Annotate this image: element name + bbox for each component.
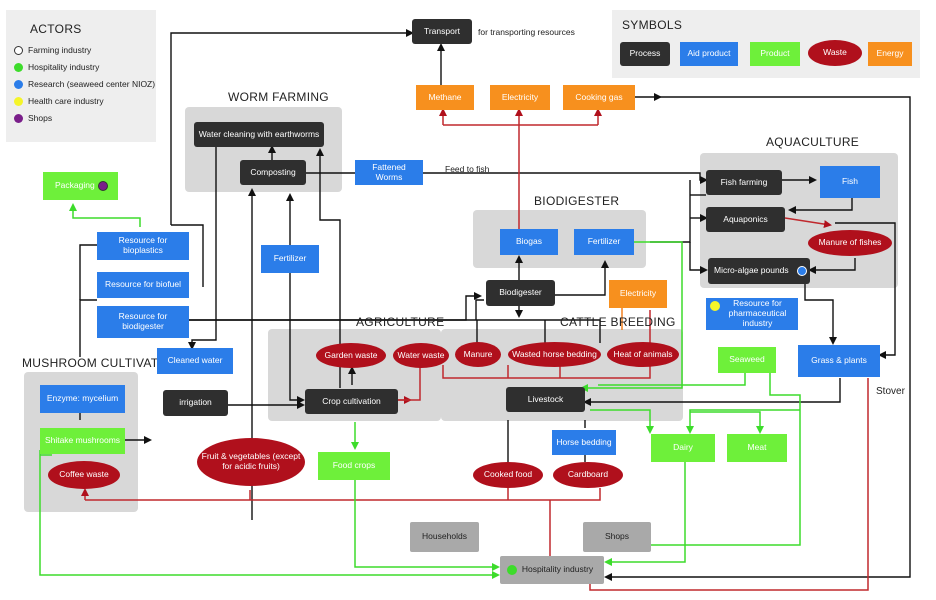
legend-process: Process bbox=[620, 42, 670, 66]
node-fertilizer-worm: Fertilizer bbox=[261, 245, 319, 273]
stover-label: Stover bbox=[876, 386, 905, 397]
actor-dot-farming bbox=[14, 45, 23, 55]
research-actor-dot bbox=[797, 266, 807, 276]
node-shops: Shops bbox=[583, 522, 651, 552]
actor-dot-shops bbox=[14, 113, 23, 123]
node-crop-cultivation: Crop cultivation bbox=[305, 389, 398, 414]
actor-shops: Shops bbox=[14, 113, 52, 123]
node-micro-algae: Micro-algae pounds bbox=[708, 258, 810, 284]
node-food-crops: Food crops bbox=[318, 452, 390, 480]
node-cardboard: Cardboard bbox=[553, 462, 623, 488]
node-fruit-vegetables: Fruit & vegetables (except for acidic fr… bbox=[197, 438, 305, 486]
micro-algae-label: Micro-algae pounds bbox=[714, 265, 789, 276]
actors-panel bbox=[6, 10, 156, 142]
agriculture-title: AGRICULTURE bbox=[356, 315, 445, 329]
transport-note: for transporting resources bbox=[478, 27, 575, 37]
actor-dot-health bbox=[14, 96, 23, 106]
node-fertilizer-bio: Fertilizer bbox=[574, 229, 634, 255]
node-cooking-gas: Cooking gas bbox=[563, 85, 635, 110]
node-resource-pharma: Resource for pharmaceutical industry bbox=[706, 298, 798, 330]
actor-label-farming: Farming industry bbox=[28, 45, 92, 55]
legend-energy: Energy bbox=[868, 42, 912, 66]
packaging-label: Packaging bbox=[55, 180, 95, 191]
legend-aid-product: Aid product bbox=[680, 42, 738, 66]
node-seaweed: Seaweed bbox=[718, 347, 776, 373]
node-wasted-horse-bedding: Wasted horse bedding bbox=[508, 342, 601, 367]
node-coffee-waste: Coffee waste bbox=[48, 461, 120, 489]
node-enzyme-mycelium: Enzyme: mycelium bbox=[40, 385, 125, 413]
actor-research: Research (seaweed center NIOZ) bbox=[14, 79, 155, 89]
actor-hospitality: Hospitality industry bbox=[14, 62, 99, 72]
node-methane: Methane bbox=[416, 85, 474, 110]
actor-label-shops: Shops bbox=[28, 113, 53, 123]
health-actor-dot bbox=[710, 301, 720, 311]
actor-health: Health care industry bbox=[14, 96, 104, 106]
legend-waste: Waste bbox=[808, 40, 862, 66]
node-shiitake: Shitake mushrooms bbox=[40, 428, 125, 454]
node-households: Households bbox=[410, 522, 479, 552]
node-biogas: Biogas bbox=[500, 229, 558, 255]
node-hospitality-industry: Hospitality industry bbox=[500, 556, 604, 584]
actor-farming: Farming industry bbox=[14, 45, 91, 55]
node-cleaned-water: Cleaned water bbox=[157, 348, 233, 374]
node-manure-of-fishes: Manure of fishes bbox=[808, 230, 892, 256]
node-resource-bioplastics: Resource for bioplastics bbox=[97, 232, 189, 260]
node-transport: Transport bbox=[412, 19, 472, 44]
actor-label-health: Health care industry bbox=[28, 96, 104, 106]
node-water-waste: Water waste bbox=[393, 343, 449, 368]
node-irrigation: irrigation bbox=[163, 390, 228, 416]
hospitality-label: Hospitality industry bbox=[521, 564, 594, 575]
worm-farming-title: WORM FARMING bbox=[228, 90, 329, 104]
feed-to-fish-label: Feed to fish bbox=[445, 164, 490, 174]
actor-dot-research bbox=[14, 79, 23, 89]
legend-product: Product bbox=[750, 42, 800, 66]
node-dairy: Dairy bbox=[651, 434, 715, 462]
node-meat: Meat bbox=[727, 434, 787, 462]
actors-title: ACTORS bbox=[30, 22, 82, 36]
node-aquaponics: Aquaponics bbox=[706, 207, 785, 232]
shops-actor-dot bbox=[98, 181, 108, 191]
node-resource-biodigester: Resource for biodigester bbox=[97, 306, 189, 338]
node-fish-farming: Fish farming bbox=[706, 170, 782, 195]
node-fattened-worms: Fattened Worms bbox=[355, 160, 423, 185]
node-biodigester: Biodigester bbox=[486, 280, 555, 306]
node-livestock: Livestock bbox=[506, 387, 585, 412]
node-water-cleaning: Water cleaning with earthworms bbox=[194, 122, 324, 147]
node-electricity-cattle: Electricity bbox=[609, 280, 667, 308]
mushroom-cultivation-title: MUSHROOM CULTIVATION bbox=[22, 356, 181, 370]
aquaculture-title: AQUACULTURE bbox=[766, 135, 860, 149]
actor-label-research: Research (seaweed center NIOZ) bbox=[28, 79, 156, 89]
node-fish: Fish bbox=[820, 166, 880, 198]
node-grass-plants: Grass & plants bbox=[798, 345, 880, 377]
node-garden-waste: Garden waste bbox=[316, 343, 386, 368]
actor-dot-hospitality bbox=[14, 62, 23, 72]
biodigester-title: BIODIGESTER bbox=[534, 194, 620, 208]
hospitality-actor-dot bbox=[507, 565, 517, 575]
resource-pharma-label: Resource for pharmaceutical industry bbox=[728, 298, 787, 328]
node-horse-bedding: Horse bedding bbox=[552, 430, 616, 455]
actor-label-hospitality: Hospitality industry bbox=[28, 62, 100, 72]
node-cooked-food: Cooked food bbox=[473, 462, 543, 488]
node-manure: Manure bbox=[455, 342, 501, 367]
node-electricity-top: Electricity bbox=[490, 85, 550, 110]
node-heat-of-animals: Heat of animals bbox=[607, 342, 679, 367]
node-composting: Composting bbox=[240, 160, 306, 185]
cattle-breeding-title: CATTLE BREEDING bbox=[560, 315, 676, 329]
node-resource-biofuel: Resource for biofuel bbox=[97, 272, 189, 298]
symbols-title: SYMBOLS bbox=[622, 18, 683, 32]
